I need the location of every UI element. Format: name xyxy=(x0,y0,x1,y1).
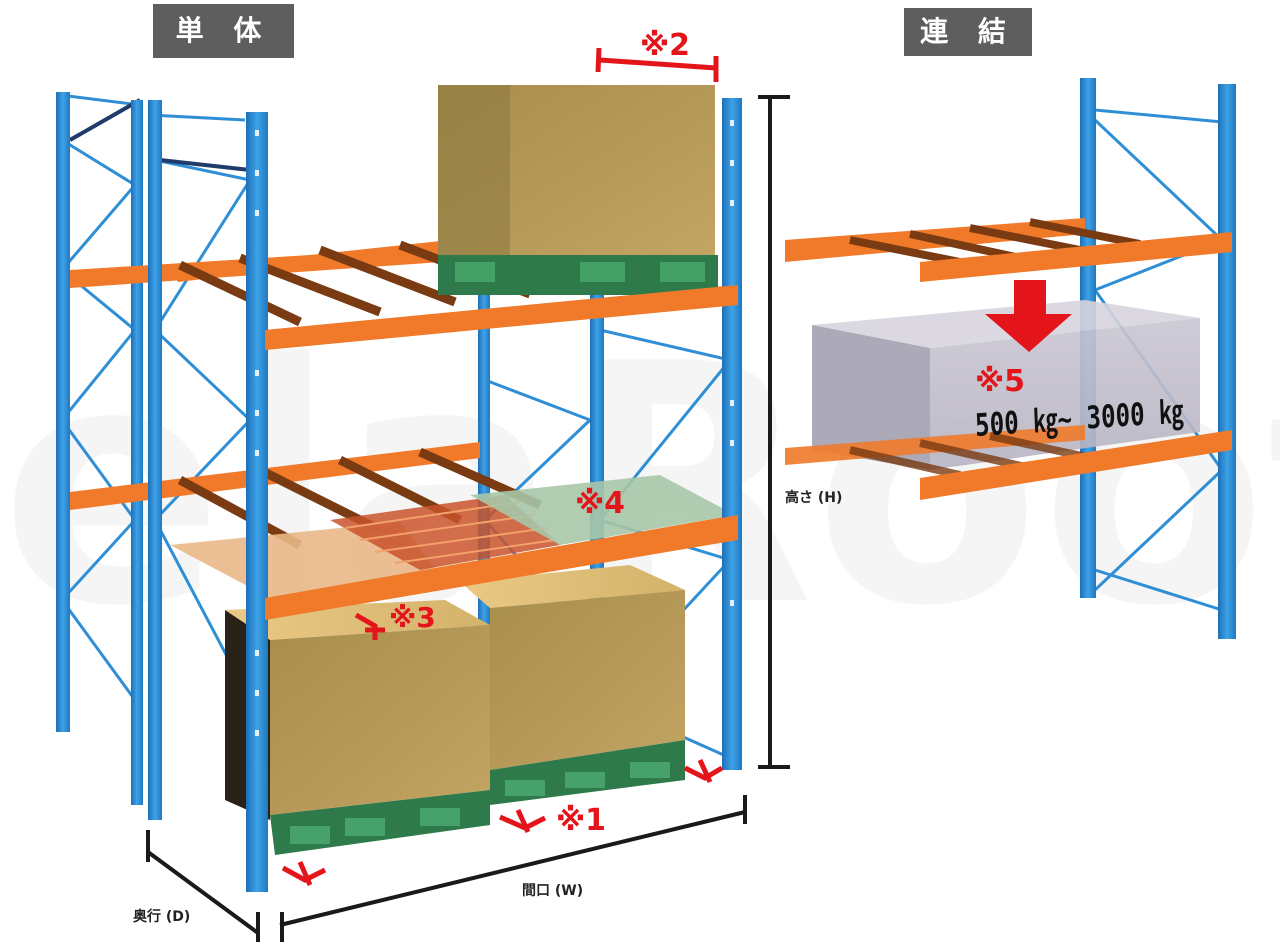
note-3: ※3 xyxy=(389,601,436,634)
connected-rack xyxy=(785,78,1236,639)
tab-connected: 連 結 xyxy=(904,8,1032,56)
note-5: ※5 xyxy=(975,364,1026,399)
bottom-right-box xyxy=(460,565,685,805)
load-arrow-icon xyxy=(985,280,1072,352)
depth-label: 奥行 (D) xyxy=(133,909,191,925)
tab-single: 単 体 xyxy=(153,4,294,58)
note-4: ※4 xyxy=(575,486,626,521)
dimension-lines xyxy=(146,95,790,942)
red-markers xyxy=(281,47,724,886)
steel-deck xyxy=(470,475,735,545)
top-pallet-box xyxy=(438,85,718,295)
width-label: 間口 (W) xyxy=(522,883,584,899)
single-rack xyxy=(56,47,790,942)
bottom-left-box xyxy=(225,600,490,855)
note-1: ※1 xyxy=(556,803,607,838)
height-label: 高さ (H) xyxy=(785,490,843,506)
note-2: ※2 xyxy=(640,28,691,63)
